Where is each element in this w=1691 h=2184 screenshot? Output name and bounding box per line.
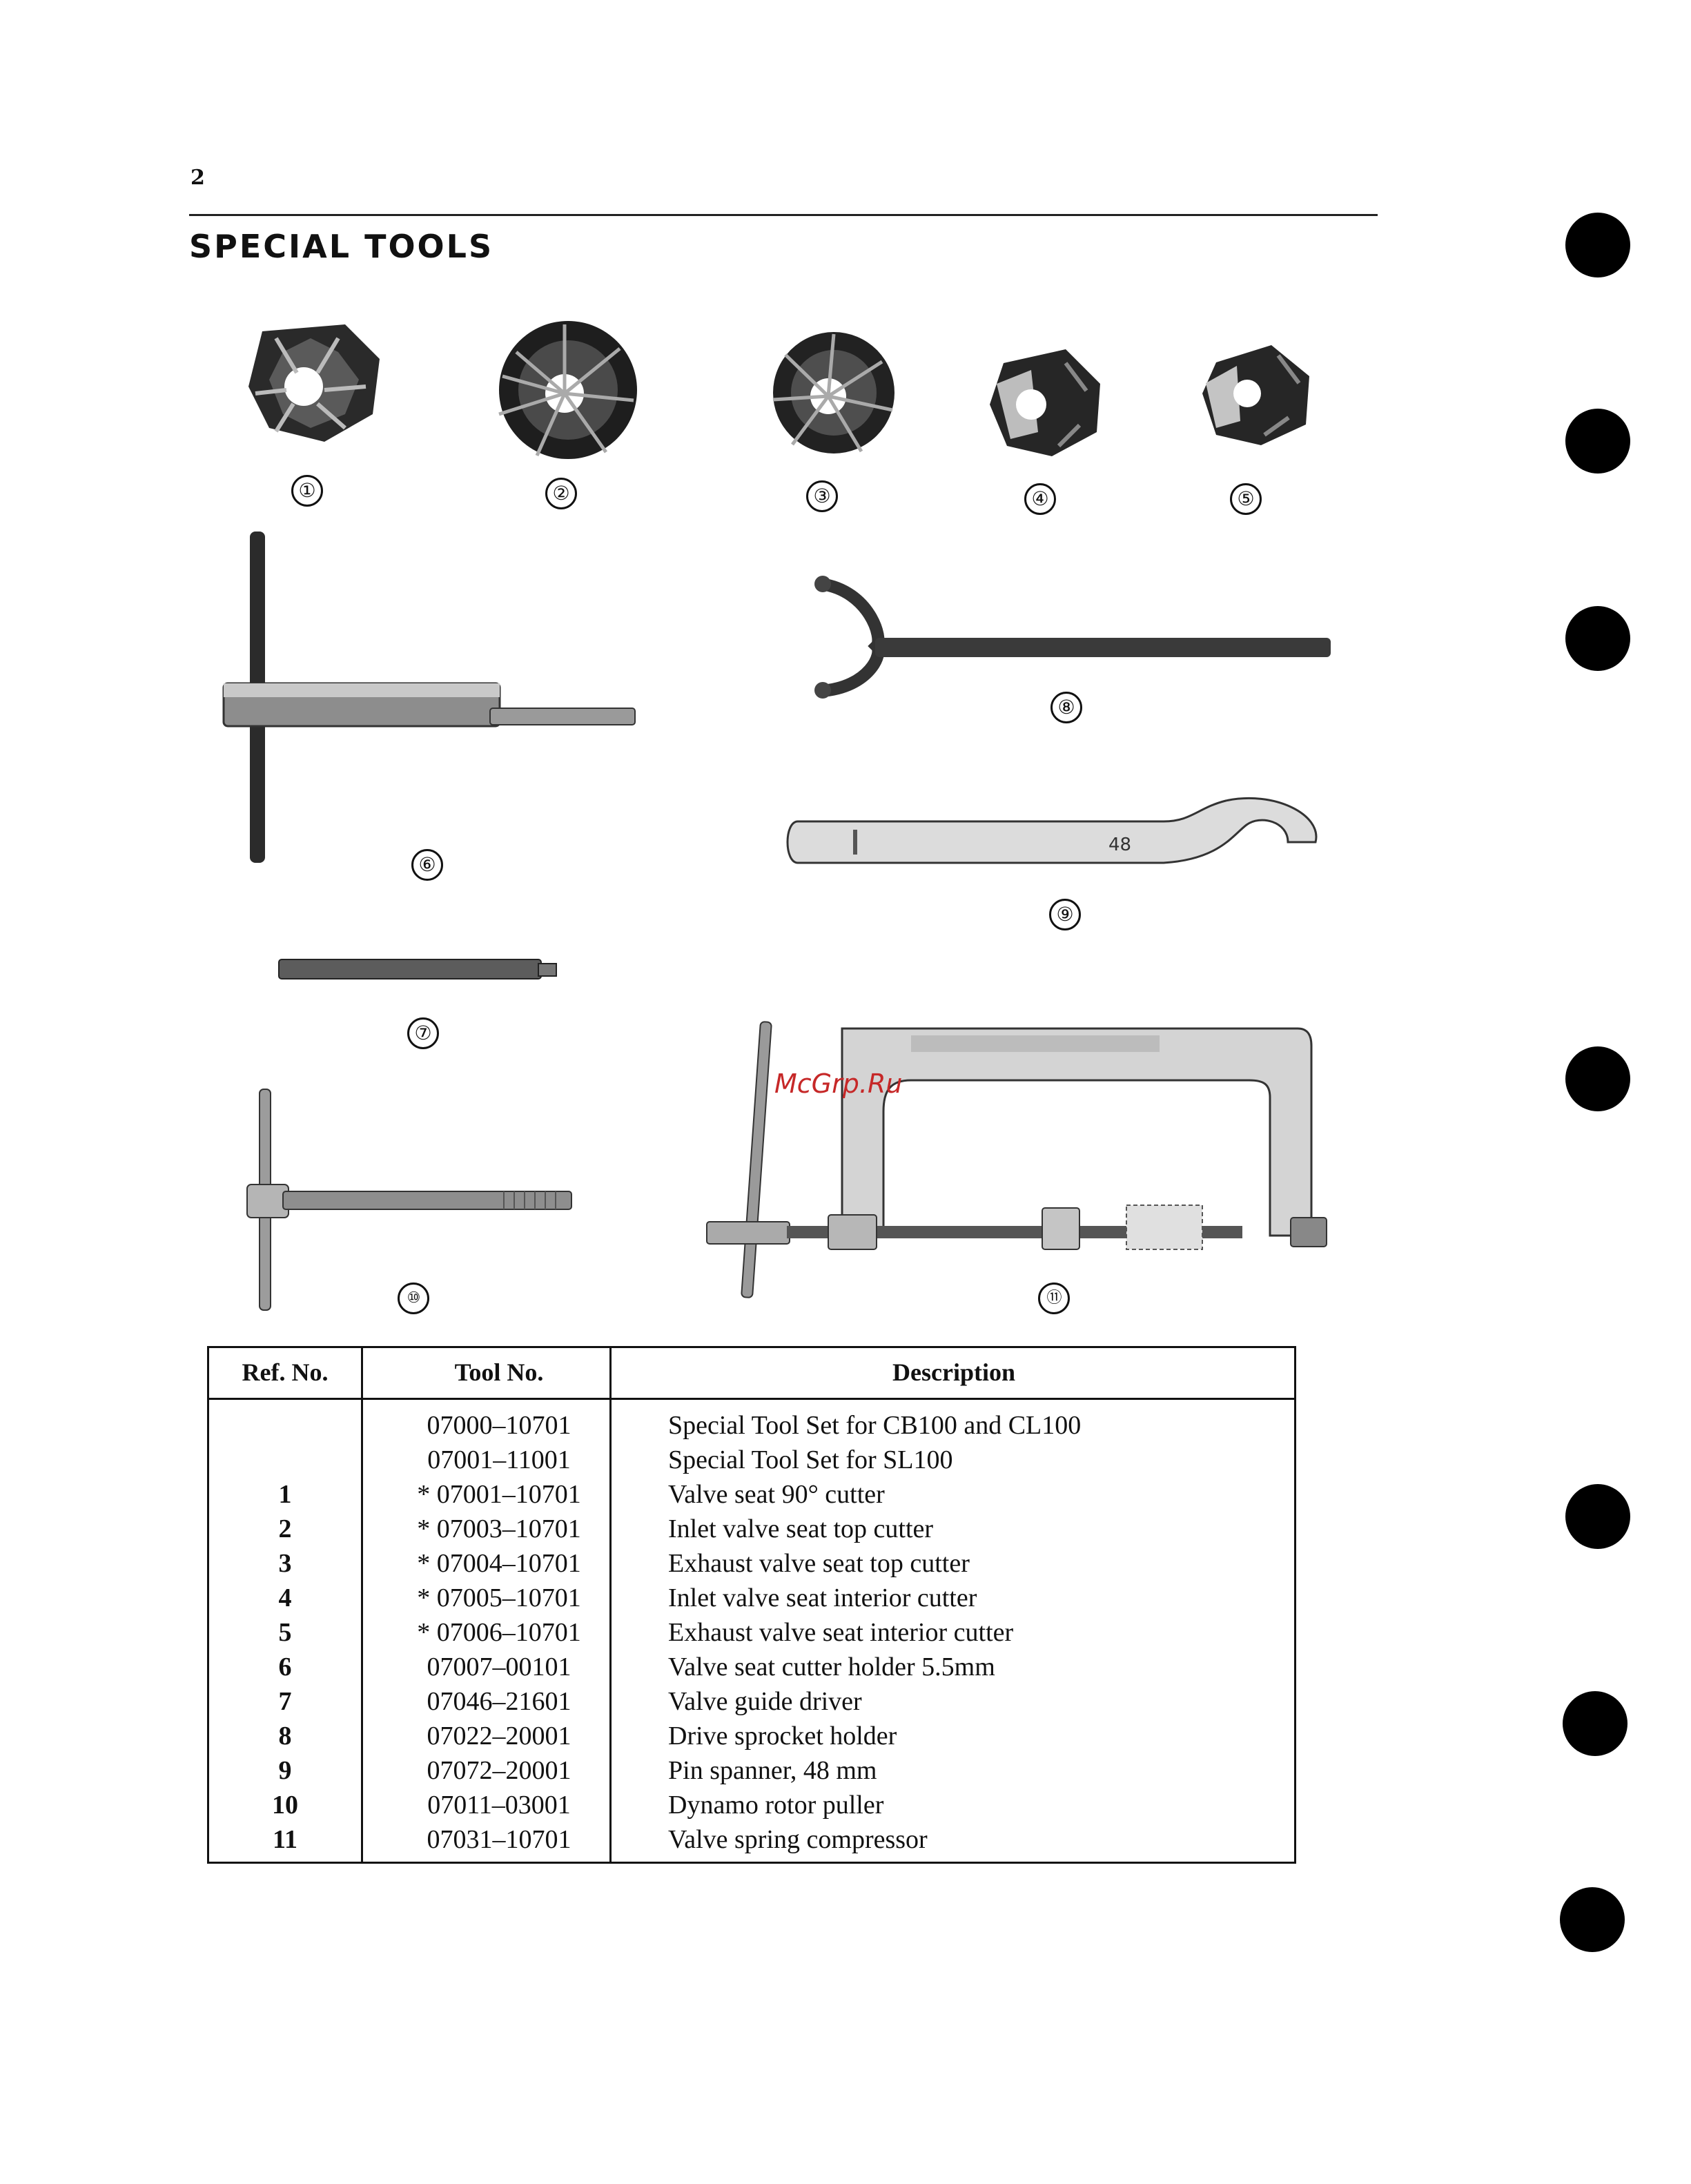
tool-no: 07022–20001 [427,1722,571,1751]
valve-seat-cutter-holder-image [222,532,636,863]
description: Inlet valve seat interior cutter [668,1583,977,1612]
page-number: 2 [190,166,205,190]
table-row: 6 07007–00101 Valve seat cutter holder 5… [209,1652,1294,1686]
exhaust-valve-seat-interior-cutter-image [1202,345,1309,445]
callout-2: ② [545,478,577,509]
binder-hole [1565,606,1630,671]
callout-3: ③ [806,480,838,512]
table-column-divider [609,1348,612,1862]
description: Valve guide driver [668,1687,862,1716]
table-row: 11 07031–10701 Valve spring compressor [209,1824,1294,1859]
parts-table: Ref. No. Tool No. Description 07000–1070… [207,1346,1296,1864]
tool-no: * 07005–10701 [417,1583,581,1612]
ref-no: 6 [278,1652,292,1681]
description: Valve seat cutter holder 5.5mm [668,1652,995,1681]
binder-hole [1565,409,1630,474]
dynamo-rotor-puller-image [246,1089,572,1311]
description: Drive sprocket holder [668,1722,897,1751]
ref-no: 7 [278,1687,292,1716]
ref-no: 1 [278,1480,292,1509]
tool-no: 07000–10701 [427,1411,571,1440]
header-tool-no: Tool No. [454,1358,544,1386]
binder-hole [1565,1484,1630,1549]
header-rule [189,214,1378,216]
binder-hole [1560,1887,1625,1952]
ref-no: 8 [278,1722,292,1751]
callout-7: ⑦ [407,1017,439,1049]
ref-no: 10 [272,1791,298,1820]
valve-spring-compressor-image [706,1021,1327,1298]
table-row: 3 * 07004–10701 Exhaust valve seat top c… [209,1548,1294,1583]
tool-no: 07072–20001 [427,1756,571,1785]
binder-hole [1563,1691,1628,1756]
header-ref-no: Ref. No. [242,1358,329,1386]
description: Special Tool Set for SL100 [668,1445,953,1474]
table-row: 7 07046–21601 Valve guide driver [209,1686,1294,1721]
callout-11: ⑪ [1038,1283,1070,1314]
table-row: 5 * 07006–10701 Exhaust valve seat inter… [209,1617,1294,1652]
description: Valve spring compressor [668,1825,928,1854]
ref-no: 2 [278,1514,292,1543]
tool-no: 07046–21601 [427,1687,571,1716]
callout-5: ⑤ [1230,483,1262,515]
tool-no: 07031–10701 [427,1825,571,1854]
binder-hole [1565,213,1630,277]
tool-no: * 07003–10701 [417,1514,581,1543]
drive-sprocket-holder-image [814,576,1331,699]
description: Dynamo rotor puller [668,1791,884,1820]
callout-10: ⑩ [398,1283,429,1314]
description: Exhaust valve seat top cutter [668,1549,970,1578]
table-row: 4 * 07005–10701 Inlet valve seat interio… [209,1583,1294,1617]
ref-no: 4 [278,1583,292,1612]
description: Exhaust valve seat interior cutter [668,1618,1014,1647]
callout-1: ① [291,475,323,507]
pin-spanner-image: 48 [786,797,1318,864]
callout-6: ⑥ [411,849,443,881]
table-row: 8 07022–20001 Drive sprocket holder [209,1721,1294,1755]
table-row: 07001–11001 Special Tool Set for SL100 [209,1445,1294,1479]
table-row: 2 * 07003–10701 Inlet valve seat top cut… [209,1514,1294,1548]
table-row: 07000–10701 Special Tool Set for CB100 a… [209,1410,1294,1445]
tool-no: 07007–00101 [427,1652,571,1681]
tool-no: 07001–11001 [427,1445,571,1474]
table-row: 10 07011–03001 Dynamo rotor puller [209,1790,1294,1824]
table-row: 9 07072–20001 Pin spanner, 48 mm [209,1755,1294,1790]
description: Valve seat 90° cutter [668,1480,885,1509]
description: Pin spanner, 48 mm [668,1756,877,1785]
description: Special Tool Set for CB100 and CL100 [668,1411,1082,1440]
table-row: 1 * 07001–10701 Valve seat 90° cutter [209,1479,1294,1514]
ref-no: 9 [278,1756,292,1785]
table-header-divider [209,1398,1294,1400]
ref-no: 5 [278,1618,292,1647]
description: Inlet valve seat top cutter [668,1514,934,1543]
header-description: Description [892,1358,1015,1386]
callout-4: ④ [1024,483,1056,515]
inlet-valve-seat-top-cutter-image [498,321,637,459]
tool-no: 07011–03001 [427,1791,571,1820]
callout-9: ⑨ [1049,899,1081,930]
page-title: SPECIAL TOOLS [189,228,494,265]
valve-seat-90-cutter-image [248,324,380,442]
tool-no: * 07004–10701 [417,1549,581,1578]
tool-no: * 07001–10701 [417,1480,581,1509]
inlet-valve-seat-interior-cutter-image [990,349,1100,456]
callout-8: ⑧ [1050,692,1082,723]
exhaust-valve-seat-top-cutter-image [772,332,895,454]
table-column-divider [361,1348,363,1862]
binder-hole [1565,1046,1630,1111]
valve-guide-driver-image [278,959,557,979]
ref-no: 3 [278,1549,292,1578]
spanner-size-marking: 48 [1108,835,1131,855]
tool-no: * 07006–10701 [417,1618,581,1647]
watermark: McGrp.Ru [774,1069,903,1099]
ref-no: 11 [273,1825,297,1854]
